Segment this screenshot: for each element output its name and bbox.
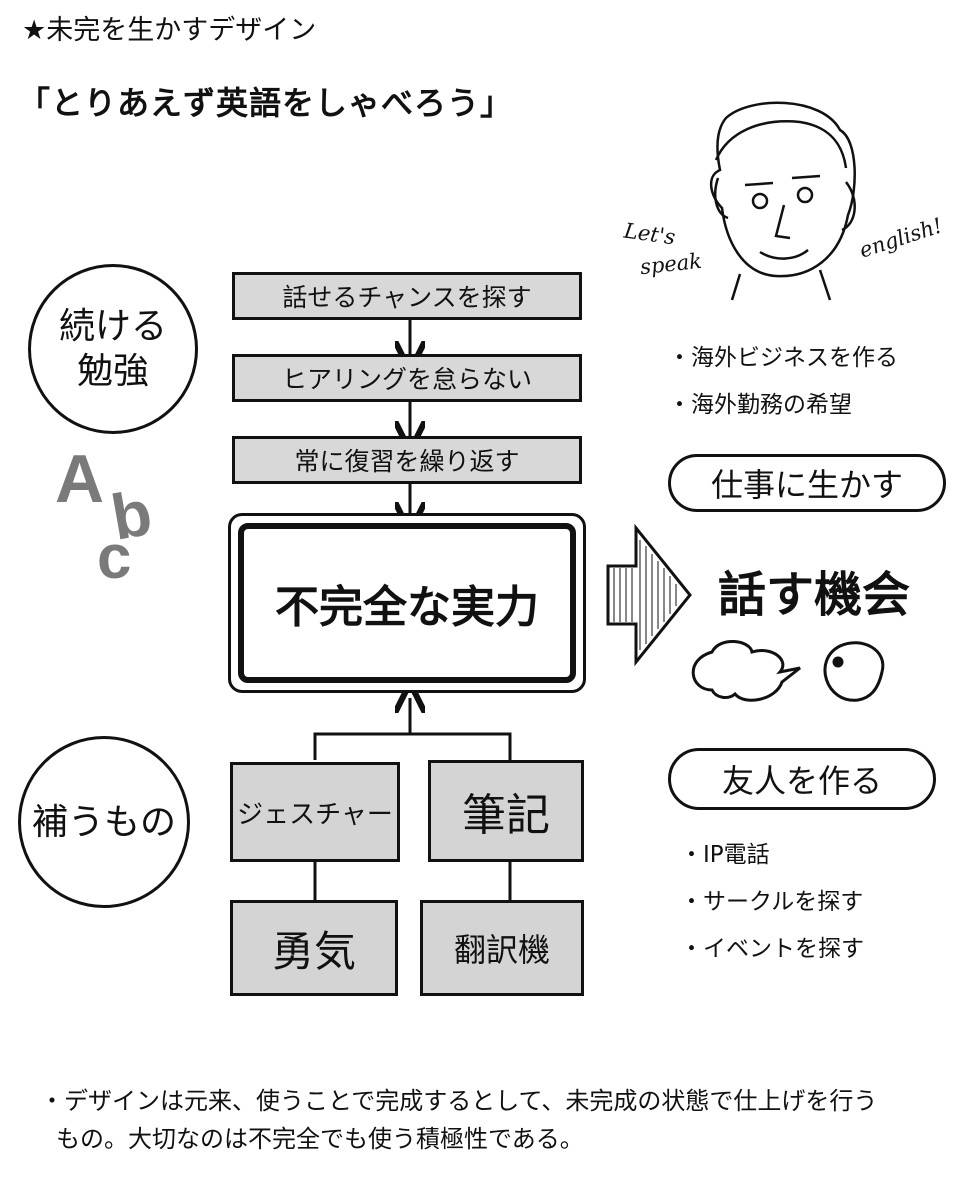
abc-letter-c: c bbox=[97, 523, 132, 592]
list-item: イベントを探す bbox=[680, 926, 864, 973]
work-pill-label: 仕事に生かす bbox=[710, 466, 903, 504]
support-label: 筆記 bbox=[462, 790, 550, 841]
friend-pill: 友人を作る bbox=[668, 748, 936, 810]
step-label: 常に復習を繰り返す bbox=[294, 447, 520, 476]
step-box: 話せるチャンスを探す bbox=[232, 272, 582, 320]
continue-study-label: 続ける 勉強 bbox=[58, 306, 167, 392]
work-pill: 仕事に生かす bbox=[668, 454, 946, 512]
friend-bullet-list: IP電話 サークルを探す イベントを探す bbox=[680, 832, 864, 973]
step-box: ヒアリングを怠らない bbox=[232, 354, 582, 402]
support-box: 勇気 bbox=[230, 900, 398, 996]
step-label: 話せるチャンスを探す bbox=[282, 283, 532, 312]
step-label: ヒアリングを怠らない bbox=[281, 365, 532, 394]
footnote: ・デザインは元来、使うことで完成するとして、未完成の状態で仕上げを行う もの。大… bbox=[40, 1082, 960, 1158]
supplement-label: 補うもの bbox=[31, 801, 176, 843]
core-box: 不完全な実力 bbox=[238, 523, 576, 683]
friend-pill-label: 友人を作る bbox=[721, 762, 882, 800]
speech-bubble-icon bbox=[691, 640, 885, 702]
support-label: 勇気 bbox=[271, 926, 356, 976]
page-title: 「とりあえず英語をしゃべろう」 bbox=[18, 84, 514, 122]
list-item: IP電話 bbox=[680, 832, 864, 879]
list-item: サークルを探す bbox=[680, 879, 864, 926]
list-item: 海外勤務の希望 bbox=[668, 382, 898, 429]
supplement-circle: 補うもの bbox=[18, 736, 190, 908]
support-label: 翻訳機 bbox=[453, 931, 550, 969]
footnote-line: ・デザインは元来、使うことで完成するとして、未完成の状態で仕上げを行う bbox=[40, 1087, 878, 1115]
result-label: 話す機会 bbox=[718, 567, 911, 623]
support-box: 筆記 bbox=[428, 760, 584, 862]
result-arrow-icon bbox=[606, 523, 692, 667]
support-box: ジェスチャー bbox=[230, 762, 400, 862]
face-sketch-icon bbox=[710, 101, 856, 301]
support-box: 翻訳機 bbox=[420, 900, 584, 996]
support-label: ジェスチャー bbox=[237, 799, 393, 830]
core-label: 不完全な実力 bbox=[275, 582, 539, 633]
work-bullet-list: 海外ビジネスを作る 海外勤務の希望 bbox=[668, 335, 898, 429]
list-item: 海外ビジネスを作る bbox=[668, 335, 898, 382]
continue-study-circle: 続ける 勉強 bbox=[28, 264, 198, 434]
footnote-line: もの。大切なのは不完全でも使う積極性である。 bbox=[56, 1125, 584, 1153]
section-heading: ★未完を生かすデザイン bbox=[22, 15, 317, 46]
step-box: 常に復習を繰り返す bbox=[232, 436, 582, 484]
abc-letter-a: A bbox=[55, 441, 105, 517]
